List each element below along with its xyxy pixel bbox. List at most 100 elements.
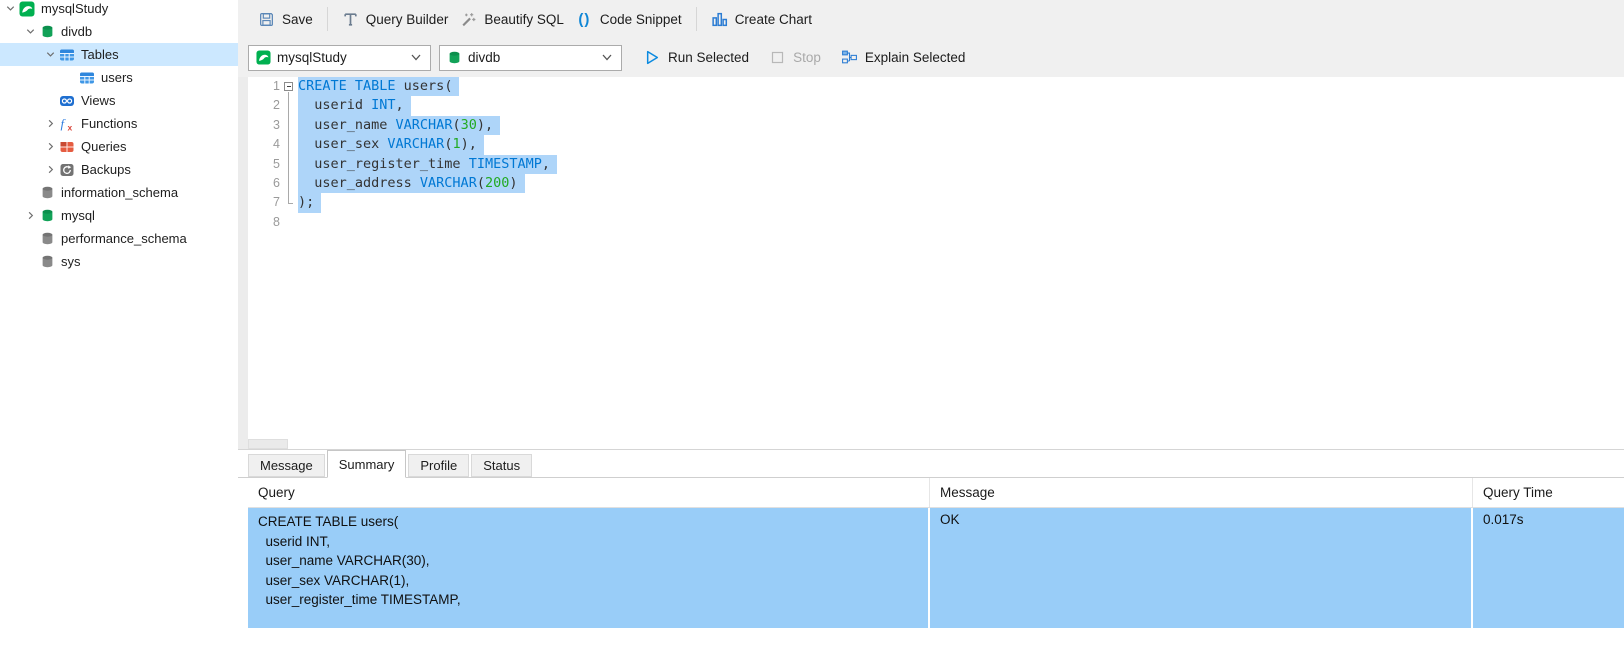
fold-collapse-icon[interactable] bbox=[282, 77, 298, 97]
chevron-down-icon[interactable] bbox=[42, 48, 59, 62]
fold-guide-line bbox=[282, 96, 298, 116]
toolbar-run: mysqlStudy divdb bbox=[238, 38, 1624, 77]
tree-item-queries[interactable]: Queries bbox=[0, 135, 238, 158]
backups-icon bbox=[59, 162, 75, 178]
query-builder-label: Query Builder bbox=[365, 11, 449, 27]
fold-guide-end bbox=[282, 193, 298, 212]
explain-selected-label: Explain Selected bbox=[864, 50, 966, 65]
query-builder-button[interactable]: Query Builder bbox=[336, 5, 455, 33]
database-select[interactable]: divdb bbox=[439, 44, 622, 71]
line-number: 2 bbox=[273, 98, 280, 113]
code-line-7[interactable]: 7); bbox=[248, 193, 1624, 213]
code-text: CREATE TABLE users( bbox=[298, 77, 460, 97]
fold-gutter bbox=[282, 213, 298, 232]
sidebar-splitter[interactable] bbox=[238, 77, 248, 650]
mysql-connection-icon bbox=[255, 50, 271, 66]
chevron-right-icon[interactable] bbox=[42, 117, 59, 131]
views-icon bbox=[59, 93, 75, 109]
tree-item-mysqlstudy[interactable]: mysqlStudy bbox=[0, 0, 238, 20]
tree-item-views[interactable]: Views bbox=[0, 89, 238, 112]
database-green-icon bbox=[446, 50, 462, 66]
tab-summary[interactable]: Summary bbox=[326, 450, 407, 478]
queries-icon bbox=[59, 139, 75, 155]
database-gray-icon bbox=[39, 185, 55, 201]
line-number: 8 bbox=[273, 214, 280, 229]
result-query-cell: CREATE TABLE users( userid INT, user_nam… bbox=[248, 508, 930, 628]
tab-message[interactable]: Message bbox=[248, 454, 325, 477]
code-line-4[interactable]: 4 user_sex VARCHAR(1), bbox=[248, 135, 1624, 155]
tree-item-label: Queries bbox=[81, 139, 127, 154]
beautify-sql-label: Beautify SQL bbox=[484, 11, 564, 27]
code-snippet-button[interactable]: () Code Snippet bbox=[570, 5, 688, 33]
run-selected-button[interactable]: Run Selected bbox=[638, 44, 755, 72]
result-query-time-cell: 0.017s bbox=[1483, 512, 1524, 527]
line-number: 4 bbox=[273, 137, 280, 152]
chevron-right-icon[interactable] bbox=[22, 209, 39, 223]
mysql-connection-icon bbox=[19, 1, 35, 17]
tree-item-label: sys bbox=[61, 254, 81, 269]
line-number: 6 bbox=[273, 175, 280, 190]
toolbar-separator bbox=[695, 7, 697, 31]
chevron-down-icon[interactable] bbox=[22, 25, 39, 39]
svg-text:x: x bbox=[68, 122, 73, 132]
code-line-3[interactable]: 3 user_name VARCHAR(30), bbox=[248, 115, 1624, 136]
code-line-6[interactable]: 6 user_address VARCHAR(200) bbox=[248, 173, 1624, 194]
tree-item-label: divdb bbox=[61, 24, 93, 39]
stop-label: Stop bbox=[793, 50, 821, 65]
tab-status[interactable]: Status bbox=[471, 454, 533, 477]
run-selected-label: Run Selected bbox=[668, 50, 750, 65]
fold-guide-line bbox=[282, 115, 298, 136]
tree-item-label: Functions bbox=[81, 116, 138, 131]
connection-select[interactable]: mysqlStudy bbox=[248, 44, 431, 71]
tree-item-users[interactable]: users bbox=[0, 66, 238, 89]
database-gray-icon bbox=[39, 254, 55, 270]
chevron-right-icon[interactable] bbox=[42, 163, 59, 177]
column-header-message[interactable]: Message bbox=[930, 478, 1473, 507]
chevron-spacer bbox=[62, 71, 79, 85]
code-text: ); bbox=[298, 193, 322, 213]
beautify-sql-button[interactable]: Beautify SQL bbox=[454, 5, 570, 33]
column-header-query-time[interactable]: Query Time bbox=[1483, 485, 1553, 500]
editor-horizontal-scrollbar[interactable] bbox=[248, 439, 288, 449]
tree-item-backups[interactable]: Backups bbox=[0, 158, 238, 181]
tree-item-divdb[interactable]: divdb bbox=[0, 20, 238, 43]
code-line-8[interactable]: 8 bbox=[248, 213, 1624, 232]
tree-item-information-schema[interactable]: information_schema bbox=[0, 181, 238, 204]
result-row[interactable]: CREATE TABLE users( userid INT, user_nam… bbox=[248, 508, 1624, 628]
code-text: user_register_time TIMESTAMP, bbox=[298, 154, 557, 174]
tree-item-tables[interactable]: Tables bbox=[0, 43, 238, 66]
main-area: Save Query Builder Beautify SQL () bbox=[238, 0, 1624, 650]
tree-item-label: mysqlStudy bbox=[41, 1, 109, 16]
tab-profile[interactable]: Profile bbox=[408, 454, 470, 477]
code-line-5[interactable]: 5 user_register_time TIMESTAMP, bbox=[248, 154, 1624, 174]
table-icon bbox=[79, 70, 95, 86]
chevron-down-icon[interactable] bbox=[2, 2, 19, 16]
tree-item-label: Views bbox=[81, 93, 116, 108]
magic-wand-icon bbox=[460, 11, 477, 28]
column-header-query[interactable]: Query bbox=[248, 478, 930, 507]
line-number: 7 bbox=[273, 195, 280, 210]
code-text: user_address VARCHAR(200) bbox=[298, 173, 525, 194]
tree-item-performance-schema[interactable]: performance_schema bbox=[0, 227, 238, 250]
stop-button[interactable]: Stop bbox=[763, 44, 827, 72]
code-line-2[interactable]: 2 userid INT, bbox=[248, 96, 1624, 116]
create-chart-button[interactable]: Create Chart bbox=[705, 5, 818, 33]
line-number: 5 bbox=[273, 156, 280, 171]
tree-item-sys[interactable]: sys bbox=[0, 250, 238, 273]
tree-item-label: Tables bbox=[81, 47, 119, 62]
line-number: 3 bbox=[273, 117, 280, 132]
fold-guide-line bbox=[282, 173, 298, 194]
explain-selected-button[interactable]: Explain Selected bbox=[835, 44, 972, 72]
database-green-icon bbox=[39, 24, 55, 40]
chevron-spacer bbox=[22, 186, 39, 200]
save-button[interactable]: Save bbox=[252, 5, 319, 33]
stop-icon bbox=[769, 49, 786, 66]
chevron-spacer bbox=[22, 255, 39, 269]
tree-item-mysql[interactable]: mysql bbox=[0, 204, 238, 227]
chevron-right-icon[interactable] bbox=[42, 140, 59, 154]
